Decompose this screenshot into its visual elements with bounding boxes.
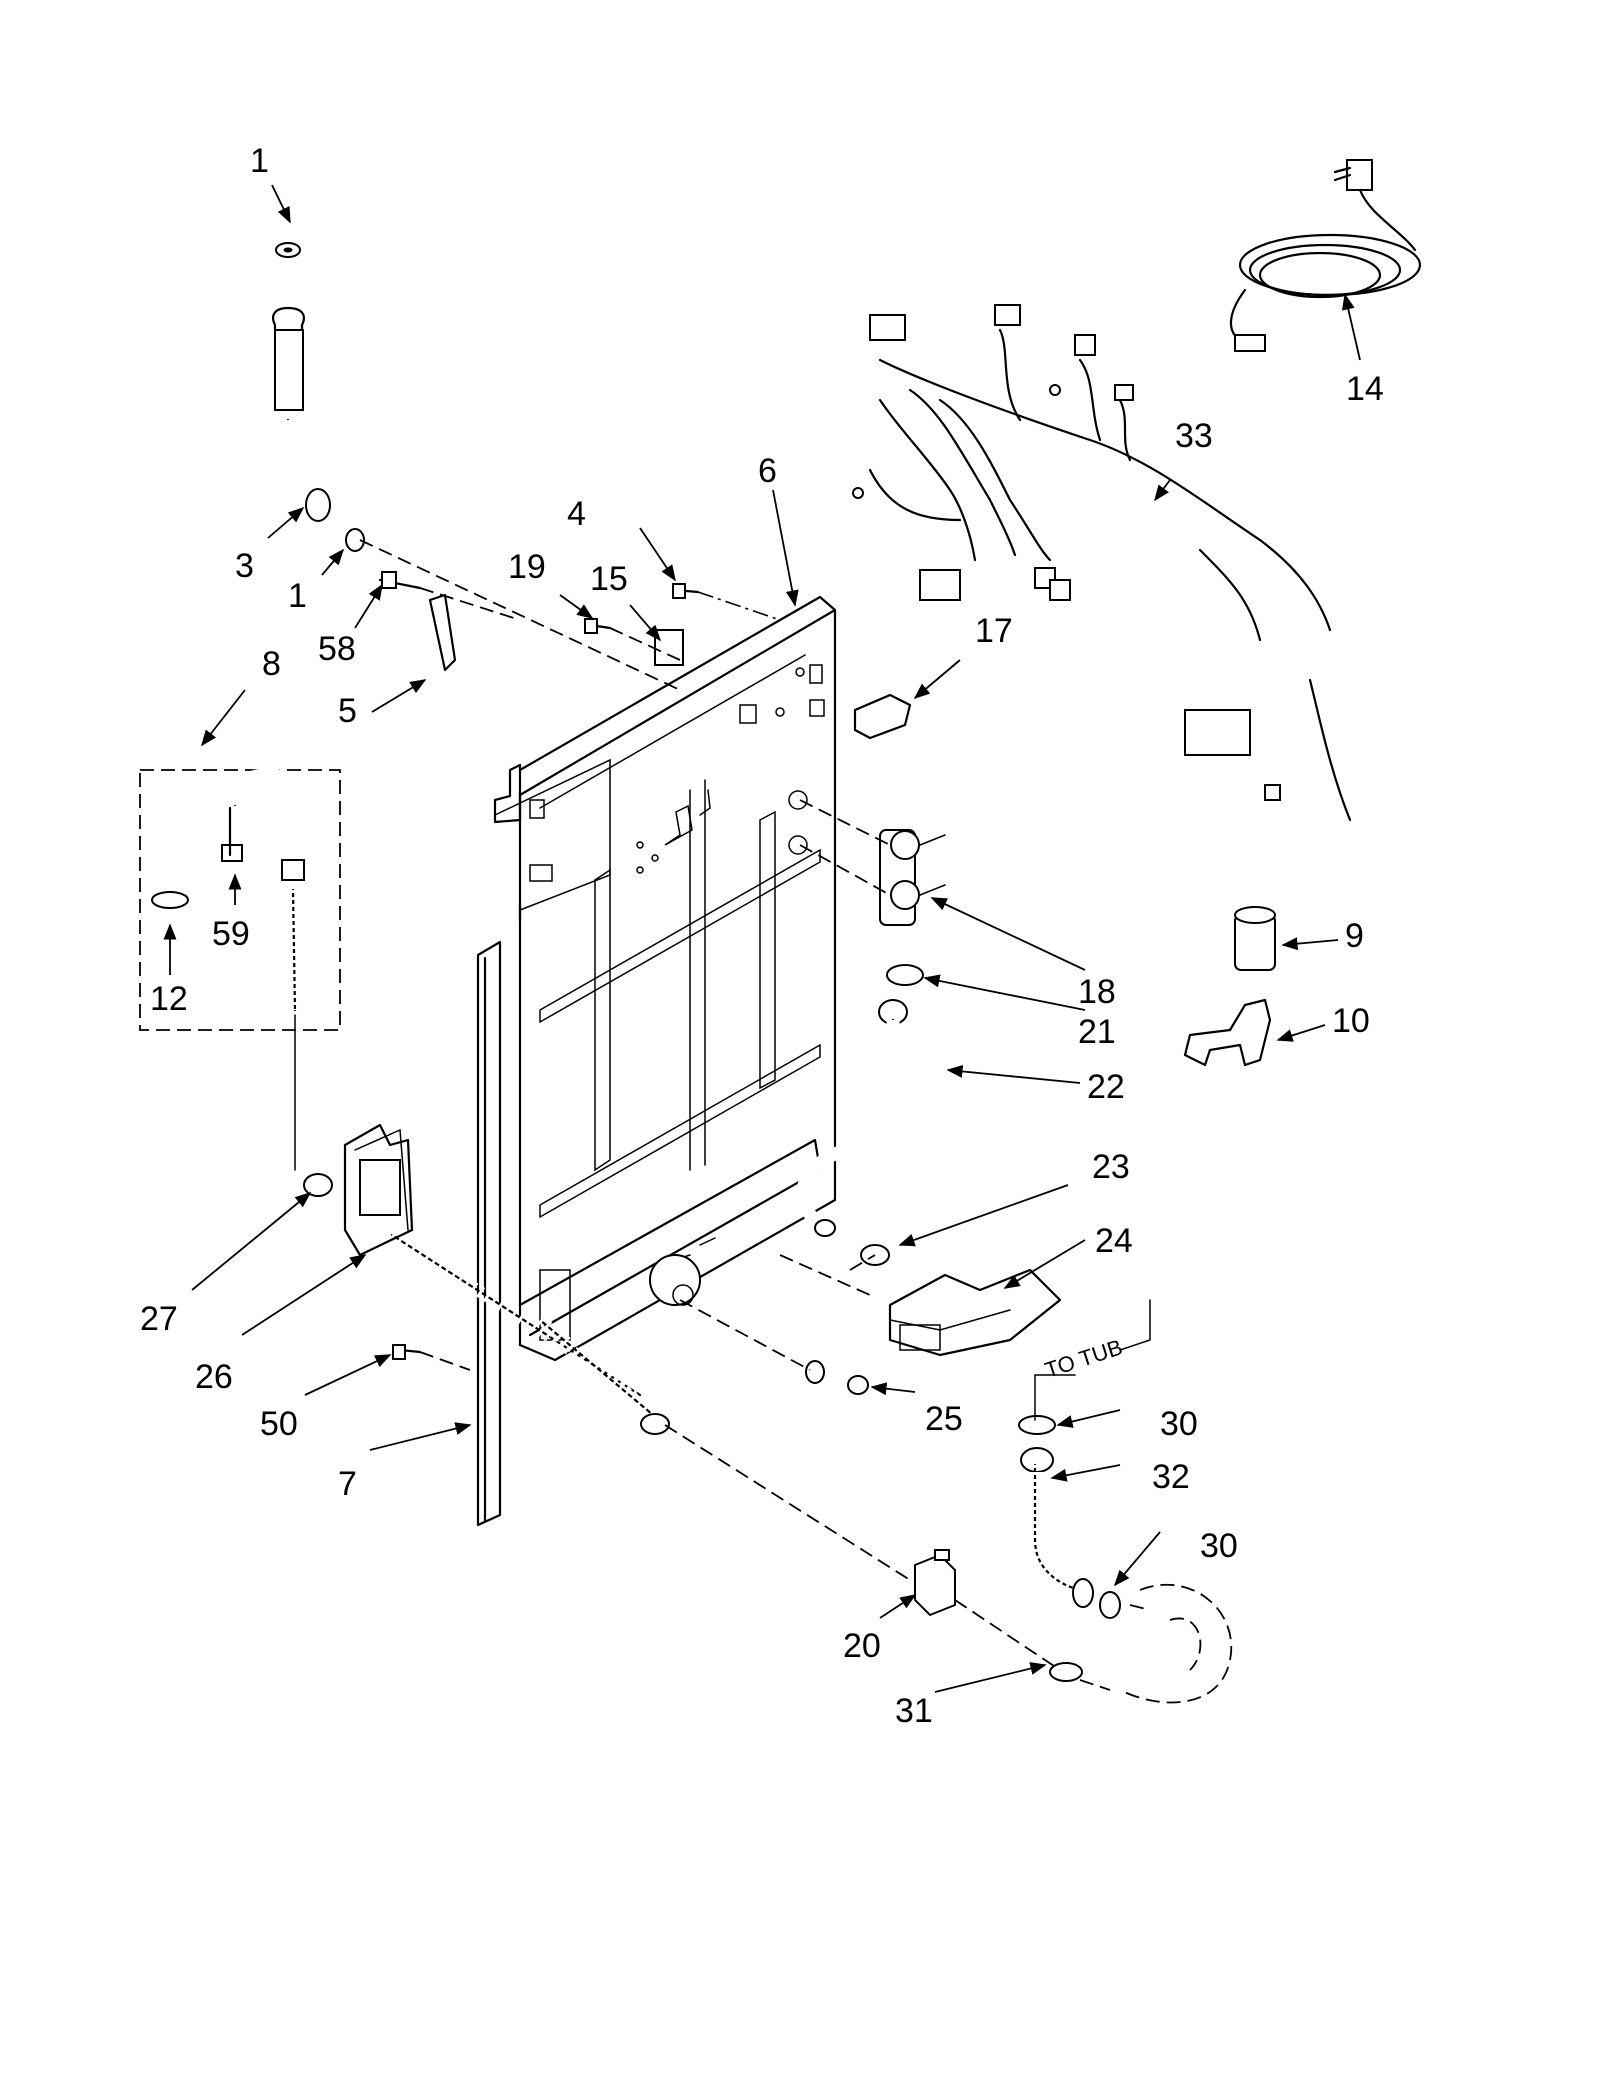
callout-26: 26	[195, 1358, 233, 1396]
callout-6: 6	[758, 452, 777, 490]
callout-31: 31	[895, 1692, 933, 1730]
callout-12: 12	[150, 980, 188, 1018]
drain-hose-bracket	[343, 1123, 414, 1257]
water-valve	[879, 829, 946, 926]
bracket	[853, 693, 912, 740]
callout-1-top: 1	[250, 142, 269, 180]
callout-21: 21	[1078, 1013, 1116, 1051]
inlet-tube	[796, 999, 933, 1237]
callout-22: 22	[1087, 1068, 1125, 1106]
small-hardware	[378, 571, 700, 1360]
capacitor-bracket	[1183, 998, 1272, 1067]
callout-58: 58	[318, 630, 356, 668]
to-tub-note: TO TUB	[1042, 1334, 1126, 1382]
callout-17: 17	[975, 612, 1013, 650]
callout-30-bottom: 30	[1200, 1527, 1238, 1565]
callout-15: 15	[590, 560, 628, 598]
pump-plug	[805, 1360, 869, 1395]
rear-panel	[493, 595, 837, 1362]
callout-leaders	[163, 184, 1361, 1693]
callout-8: 8	[262, 645, 281, 683]
callout-20: 20	[843, 1627, 881, 1665]
power-cord	[1229, 159, 1422, 352]
callout-7: 7	[338, 1465, 357, 1503]
callout-labels: 1 3 1 58 5 4 19 15 6 17 8 59 12 14 33 9 …	[140, 142, 1384, 1730]
wire-harness	[852, 304, 1352, 822]
clamp	[886, 964, 924, 986]
callout-25: 25	[925, 1400, 963, 1438]
callout-18: 18	[1078, 973, 1116, 1011]
callout-9: 9	[1345, 917, 1364, 955]
dispenser	[888, 1268, 1062, 1357]
callout-27: 27	[140, 1300, 178, 1338]
hose-clamp	[303, 1173, 333, 1197]
callout-10: 10	[1332, 1002, 1370, 1040]
callout-14: 14	[1346, 370, 1384, 408]
callout-33: 33	[1175, 417, 1213, 455]
callout-23: 23	[1092, 1148, 1130, 1186]
fill-hose-kit	[139, 768, 341, 1171]
callout-5: 5	[338, 692, 357, 730]
callout-3: 3	[235, 547, 254, 585]
tub-hose	[1018, 1415, 1233, 1704]
assembly-lines	[359, 539, 1151, 1691]
callout-59: 59	[212, 915, 250, 953]
callout-30-top: 30	[1160, 1405, 1198, 1443]
drain-hose	[388, 1229, 670, 1435]
side-strip	[476, 940, 502, 1527]
drain-nut	[914, 1549, 956, 1617]
callout-4: 4	[567, 495, 586, 533]
callout-32: 32	[1152, 1458, 1190, 1496]
callout-1-washer: 1	[288, 577, 307, 615]
callout-24: 24	[1095, 1222, 1133, 1260]
inlet-hose	[272, 242, 365, 552]
callout-19: 19	[508, 548, 546, 586]
callout-50: 50	[260, 1405, 298, 1443]
capacitor	[1234, 906, 1276, 971]
